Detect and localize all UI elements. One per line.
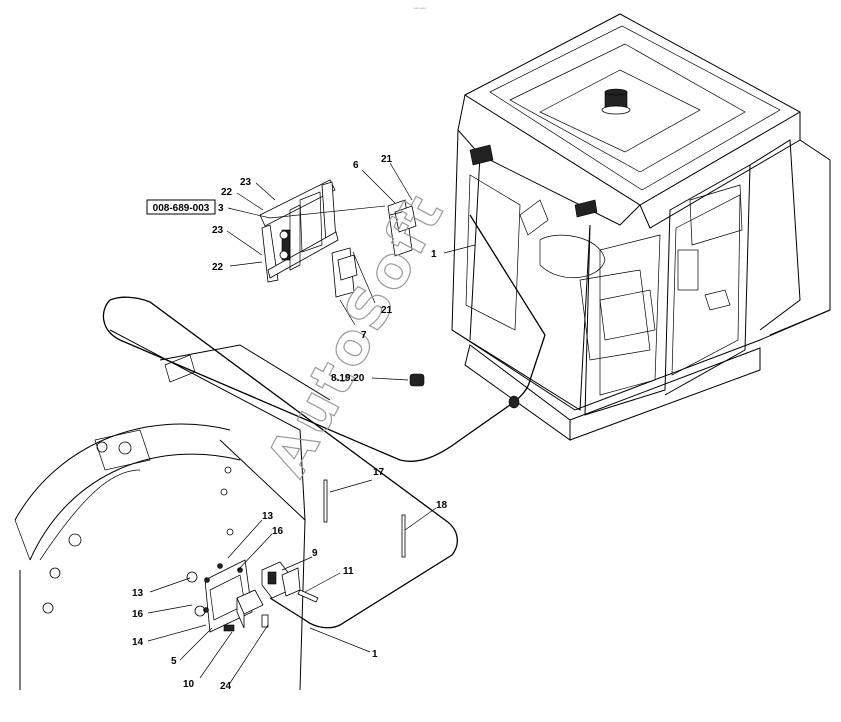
callout-22: 22 — [221, 187, 233, 198]
callout-13: 13 — [132, 588, 144, 599]
callout-1: 1 — [431, 249, 437, 260]
relay-box — [236, 589, 264, 629]
clamp-9 — [261, 561, 301, 599]
callout-21: 21 — [381, 154, 393, 165]
callout-10: 10 — [183, 679, 195, 690]
connector-8-19-20 — [409, 373, 425, 387]
leader-lines — [147, 162, 476, 684]
top-note: *** **** — [414, 6, 426, 11]
callout-1: 1 — [372, 649, 378, 660]
part-reference-label: 008-689-003 — [153, 203, 210, 214]
callout-13: 13 — [262, 511, 274, 522]
callout-6: 6 — [353, 160, 359, 171]
callout-11: 11 — [343, 566, 354, 577]
callout-3: 3 — [218, 203, 224, 214]
switch-module-6 — [387, 199, 417, 257]
callout-22: 22 — [212, 262, 224, 273]
callout-14: 14 — [132, 637, 144, 648]
part-reference-box: 008-689-003 — [146, 199, 216, 215]
cable-tie-17 — [323, 479, 328, 523]
beacon-light-icon — [601, 88, 631, 115]
switch-module-7 — [331, 247, 358, 298]
bracket-assembly — [259, 179, 339, 283]
callout-8-19-20: 8.19.20 — [331, 373, 365, 384]
cable-tie-18 — [401, 514, 406, 558]
chassis-illustration — [14, 329, 331, 691]
callout-23: 23 — [240, 177, 252, 188]
callout-9: 9 — [312, 548, 318, 559]
callout-24: 24 — [220, 681, 232, 692]
callout-7: 7 — [361, 330, 367, 341]
callout-5: 5 — [171, 656, 177, 667]
callout-17: 17 — [373, 467, 385, 478]
callout-16: 16 — [132, 609, 144, 620]
screw-10 — [223, 624, 235, 632]
cab-illustration — [451, 13, 831, 441]
wiring-harness — [102, 214, 546, 629]
callout-23: 23 — [212, 225, 224, 236]
screw-24 — [261, 614, 269, 628]
callout-18: 18 — [436, 500, 448, 511]
callout-16: 16 — [272, 526, 284, 537]
callout-21: 21 — [381, 305, 393, 316]
screw-11 — [297, 589, 319, 603]
